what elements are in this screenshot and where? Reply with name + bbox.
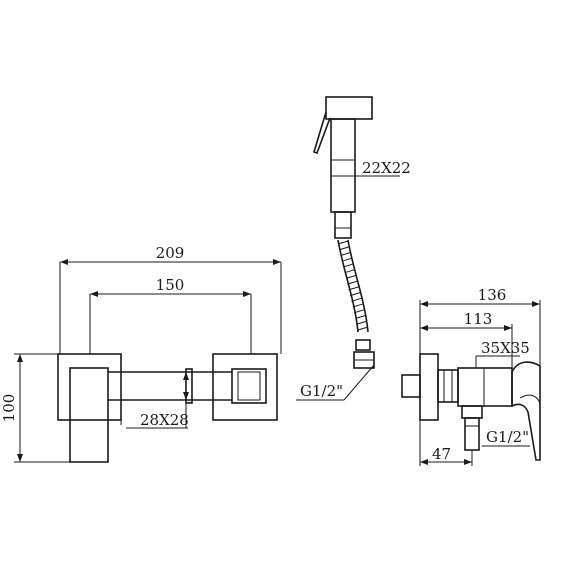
hose-nut	[355, 339, 371, 351]
hose-rib	[353, 309, 365, 314]
shower-assembly: 22X22 G1/2"	[296, 96, 411, 401]
front-view: 209 150 100 28X28	[0, 244, 282, 463]
shower-trigger	[313, 111, 331, 155]
hose-rib	[348, 286, 359, 291]
dim-front-inner-width: 150	[156, 276, 185, 294]
hose-rib	[352, 303, 363, 308]
dim-front-bar-section: 28X28	[140, 411, 189, 429]
dim-side-body-section: 35X35	[481, 339, 530, 357]
side-lever-handle	[511, 361, 541, 461]
dim-side-outlet-offset: 47	[432, 445, 451, 463]
dim-shower-section: 22X22	[362, 159, 411, 177]
side-valve-body	[457, 367, 513, 407]
side-inlet-stub	[401, 374, 421, 398]
front-left-wall-plate	[57, 353, 122, 421]
side-connector-nut	[437, 369, 459, 403]
dim-side-body-depth: 113	[464, 310, 493, 328]
hose-rib	[349, 292, 361, 297]
hose-rib	[357, 326, 369, 331]
front-holder-inner	[237, 371, 261, 401]
shower-connector	[334, 211, 352, 239]
hose-rib	[339, 246, 350, 251]
front-bar-collar	[185, 368, 193, 404]
front-valve-body	[69, 367, 109, 463]
hose-rib	[355, 315, 366, 320]
dim-front-total-width: 209	[156, 244, 185, 262]
dim-front-height: 100	[0, 394, 18, 423]
shower-hose	[337, 239, 369, 333]
side-wall-flange	[419, 353, 439, 421]
side-view: 136 113 35X35 G1/2" 47	[401, 286, 541, 466]
front-holder-outer	[231, 368, 267, 404]
shower-head	[325, 96, 373, 120]
dim-side-outlet-thread: G1/2"	[486, 428, 529, 446]
shower-handle	[330, 118, 356, 213]
hose-rib	[356, 320, 367, 325]
dim-side-total-depth: 136	[478, 286, 507, 304]
hose-rib	[347, 280, 358, 285]
hose-rib	[341, 257, 353, 262]
hose-rib	[351, 297, 362, 302]
hose-rib	[345, 274, 357, 279]
hose-rib	[343, 263, 354, 268]
hose-rib	[340, 251, 351, 256]
hose-rib	[344, 269, 355, 274]
front-right-wall-plate	[212, 353, 278, 421]
hose-rib	[337, 240, 349, 245]
side-outlet-stub	[464, 417, 480, 451]
side-outlet-nut	[461, 405, 483, 419]
dim-hose-thread: G1/2"	[300, 382, 343, 400]
